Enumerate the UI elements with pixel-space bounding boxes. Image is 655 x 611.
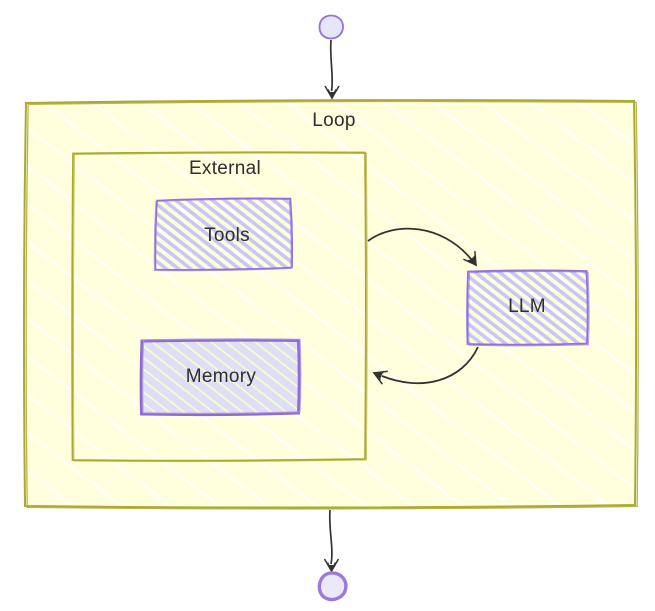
node-memory-label: Memory bbox=[185, 366, 257, 387]
node-tools bbox=[153, 197, 294, 272]
cluster-loop-label: Loop bbox=[312, 110, 356, 131]
edge-start-to-loop bbox=[324, 39, 340, 100]
edge-loop-to-end bbox=[323, 509, 340, 573]
node-llm bbox=[466, 269, 590, 347]
start-node bbox=[318, 14, 344, 40]
node-llm-label: LLM bbox=[508, 296, 546, 317]
edge-llm-to-external bbox=[372, 346, 479, 385]
cluster-external-label: External bbox=[188, 158, 262, 179]
end-node bbox=[317, 571, 348, 602]
cluster-external bbox=[71, 151, 368, 463]
node-tools-label: Tools bbox=[204, 225, 250, 246]
edge-external-to-llm bbox=[367, 227, 478, 267]
node-memory bbox=[139, 338, 302, 417]
